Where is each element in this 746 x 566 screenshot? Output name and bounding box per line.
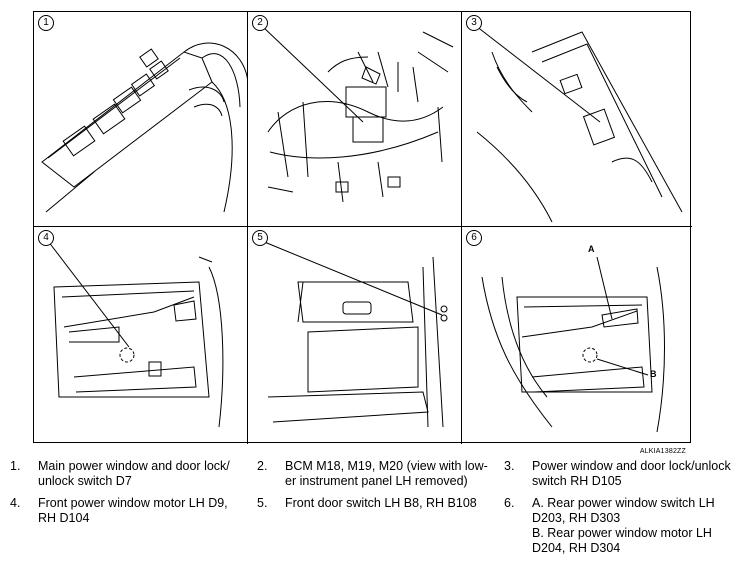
figure-ref: ALKIA1382ZZ [639, 448, 686, 455]
panel-number: 2 [252, 15, 268, 31]
front-power-window-motor-illustration [47, 240, 224, 428]
panel-number: 4 [38, 230, 54, 246]
panel-5: 5 [248, 227, 462, 444]
legend-line: D203, RH D303 [532, 511, 621, 525]
legend-line: Main power window and door lock/ [38, 459, 230, 473]
front-door-switch-illustration [261, 240, 448, 428]
panel-number: 3 [466, 15, 482, 31]
bcm-location-illustration [261, 25, 454, 203]
legend-line: D204, RH D304 [532, 541, 621, 555]
legend-line: A. Rear power window switch LH [532, 496, 715, 510]
legend-item-3: 3. Power window and door lock/unlock swi… [504, 459, 744, 491]
legend-number: 4. [10, 496, 21, 510]
legend-item-5: 5. Front door switch LH B8, RH B108 [257, 496, 497, 512]
legend-number: 2. [257, 459, 268, 473]
legend-line: unlock switch D7 [38, 474, 132, 488]
legend-item-1: 1. Main power window and door lock/ unlo… [10, 459, 250, 491]
legend-number: 5. [257, 496, 268, 510]
callout-a: A [588, 244, 595, 254]
panel-number: 1 [38, 15, 54, 31]
legend-item-4: 4. Front power window motor LH D9, RH D1… [10, 496, 250, 528]
legend-line: Front door switch LH B8, RH B108 [285, 496, 477, 510]
legend-line: switch RH D105 [532, 474, 622, 488]
rh-power-window-switch-illustration [475, 25, 683, 223]
callout-b: B [650, 369, 657, 379]
panel-3: 3 [462, 12, 692, 227]
legend-line: BCM M18, M19, M20 (view with low- [285, 459, 488, 473]
main-power-window-switch-illustration [41, 42, 247, 213]
panel-1: 1 [34, 12, 248, 227]
panel-number: 6 [466, 230, 482, 246]
legend-line: B. Rear power window motor LH [532, 526, 712, 540]
legend-item-6: 6. A. Rear power window switch LH D203, … [504, 496, 744, 560]
panel-2: 2 [248, 12, 462, 227]
legend-number: 3. [504, 459, 515, 473]
panel-6: 6 A B [462, 227, 692, 444]
legend-line: Power window and door lock/unlock [532, 459, 731, 473]
legend-item-2: 2. BCM M18, M19, M20 (view with low- er … [257, 459, 497, 491]
figure-grid: 1 2 [33, 11, 692, 455]
legend-number: 1. [10, 459, 21, 473]
legend-line: Front power window motor LH D9, [38, 496, 228, 510]
panel-4: 4 [34, 227, 248, 444]
legend-line: er instrument panel LH removed) [285, 474, 468, 488]
legend-line: RH D104 [38, 511, 90, 525]
legend-number: 6. [504, 496, 515, 510]
panel-number: 5 [252, 230, 268, 246]
rear-power-window-illustration [481, 256, 665, 433]
